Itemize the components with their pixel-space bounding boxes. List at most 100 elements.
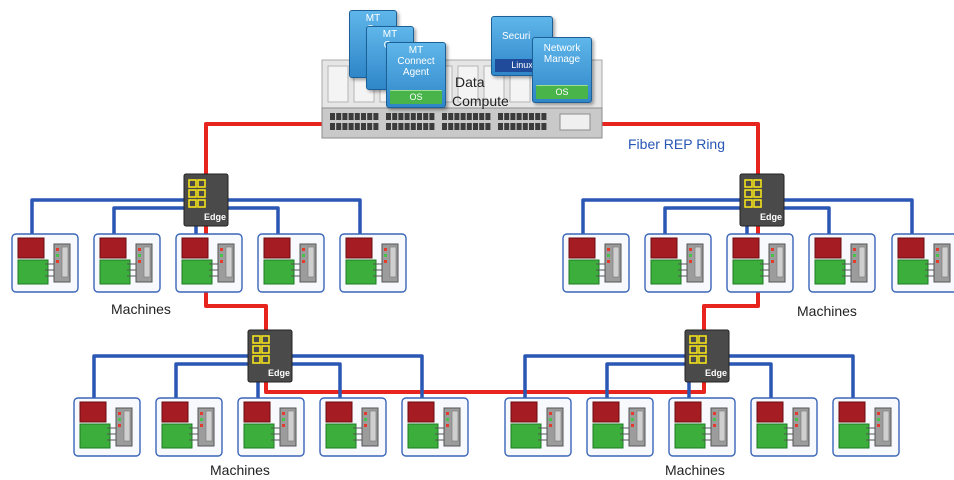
edge-port: [188, 199, 197, 208]
machine-tool: [568, 259, 600, 285]
fiber-rep-ring-label: Fiber REP Ring: [628, 136, 726, 152]
machine-tool: [510, 423, 542, 449]
switch-port: [367, 123, 373, 130]
network-manager-os-label: OS: [536, 85, 588, 99]
switch-port: [485, 113, 491, 120]
machine-tool: [345, 259, 377, 285]
machine-led: [771, 254, 774, 257]
switch-port: [522, 113, 528, 120]
switch-port: [330, 123, 335, 130]
machine-controller: [325, 401, 353, 423]
edge-port: [252, 335, 261, 344]
machine-led: [282, 418, 285, 421]
machine-led: [220, 254, 223, 257]
machine-led: [118, 424, 121, 427]
machine-tool: [181, 259, 213, 285]
machine-led: [138, 254, 141, 257]
machine-panel: [941, 246, 949, 278]
mt-connect-os-label: OS: [390, 90, 442, 104]
machine: [750, 397, 818, 457]
switch-port: [473, 123, 478, 130]
machine: [832, 397, 900, 457]
switch-port: [485, 123, 491, 130]
machine-led: [282, 412, 285, 415]
switch-port: [448, 113, 454, 120]
edge-port: [261, 345, 270, 354]
machine-tool: [897, 259, 929, 285]
machine-panel: [307, 246, 315, 278]
machine-controller: [838, 401, 866, 423]
switch-port: [516, 113, 522, 120]
machine-led: [607, 254, 610, 257]
machine-controller: [732, 237, 760, 259]
machine-led: [200, 412, 203, 415]
switch-port: [466, 123, 472, 130]
switch-port: [361, 123, 366, 130]
machine: [504, 397, 572, 457]
edge-port: [261, 355, 270, 364]
edge-switch: Edge: [684, 329, 730, 383]
machine-led: [771, 260, 774, 263]
switch-port: [342, 113, 348, 120]
switch-port: [404, 113, 410, 120]
switch-port: [348, 123, 354, 130]
edge-port: [689, 345, 698, 354]
switch-port: [398, 113, 404, 120]
switch-port: [535, 113, 541, 120]
switch-port: [510, 113, 516, 120]
machine-tool: [263, 259, 295, 285]
switch-port: [454, 113, 460, 120]
machine-led: [302, 260, 305, 263]
machine-led: [936, 254, 939, 257]
machine-led: [713, 418, 716, 421]
edge-port: [689, 355, 698, 364]
machine-controller: [568, 237, 596, 259]
machine-led: [689, 254, 692, 257]
uplink-module: [559, 113, 591, 131]
machine-tool: [79, 423, 111, 449]
machine-panel: [225, 246, 233, 278]
edge-port: [744, 179, 753, 188]
switch-port: [504, 113, 510, 120]
edge-port: [753, 179, 762, 188]
edge-switch: Edge: [247, 329, 293, 383]
machine: [644, 233, 712, 293]
edge-label: Edge: [204, 212, 226, 222]
switch-port: [473, 113, 478, 120]
machine-led: [446, 424, 449, 427]
machine-tool: [814, 259, 846, 285]
machine-link: [212, 198, 362, 242]
machine-panel: [369, 410, 377, 442]
machine-led: [631, 412, 634, 415]
network-manager-vm: Network Manage OS: [532, 37, 592, 103]
edge-label: Edge: [705, 368, 727, 378]
switch-port: [392, 123, 398, 130]
machine-led: [446, 412, 449, 415]
switch-port: [522, 123, 528, 130]
switch-port: [336, 113, 342, 120]
switch-port: [498, 113, 503, 120]
machine-link: [581, 198, 756, 242]
machine-led: [689, 260, 692, 263]
switch-port: [361, 113, 366, 120]
machine: [155, 397, 223, 457]
machine: [808, 233, 876, 293]
switch-port: [541, 113, 547, 120]
machine-led: [549, 412, 552, 415]
switch-port: [429, 123, 435, 130]
machine-led: [631, 424, 634, 427]
machine-link: [768, 198, 914, 242]
security-vm-title: Securi: [502, 31, 531, 42]
machine-controller: [161, 401, 189, 423]
machine-panel: [143, 246, 151, 278]
machine: [11, 233, 79, 293]
machine-led: [607, 260, 610, 263]
machine-led: [795, 412, 798, 415]
machine-panel: [882, 410, 890, 442]
machine-tool: [838, 423, 870, 449]
switch-port: [460, 123, 466, 130]
switch-port: [504, 123, 510, 130]
machine-led: [220, 260, 223, 263]
edge-port: [698, 335, 707, 344]
